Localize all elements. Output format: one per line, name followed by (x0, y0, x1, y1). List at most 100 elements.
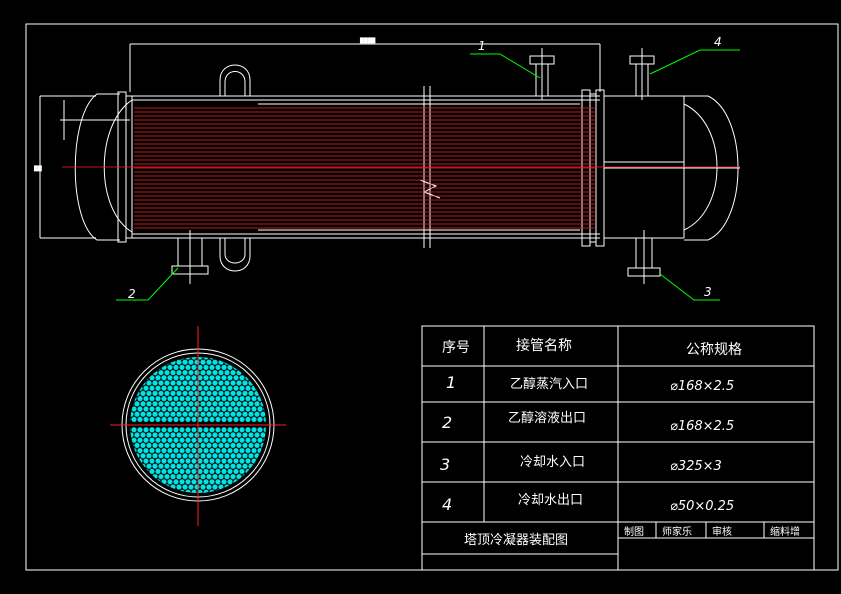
tube-hole (179, 395, 185, 402)
tube-hole (212, 463, 218, 469)
row-4-no: 4 (442, 495, 452, 514)
tube-hole (146, 442, 152, 449)
tube-hole (173, 458, 179, 464)
tube-hole (155, 385, 161, 391)
tube-hole (167, 427, 173, 433)
tube-hole (167, 406, 173, 412)
tube-hole (248, 380, 254, 386)
tube-hole (233, 385, 239, 391)
tube-hole (227, 447, 233, 454)
tube-hole (236, 432, 242, 438)
tube-hole (152, 369, 158, 376)
sig-drawn-name: 师家乐 (662, 525, 692, 538)
tube-hole (209, 447, 215, 454)
tube-hole (131, 437, 137, 443)
tube-hole (197, 427, 203, 433)
tube-hole (131, 416, 137, 423)
callout-1: 1 (478, 39, 486, 53)
expansion-joint-bottom (219, 238, 251, 272)
tube-hole (158, 432, 164, 438)
tube-hole (251, 447, 257, 454)
tube-hole (140, 390, 146, 397)
tube-hole (245, 375, 251, 381)
tube-hole (194, 442, 200, 449)
tube-hole (188, 453, 194, 459)
tube-hole (221, 437, 227, 443)
tube-hole (254, 442, 260, 449)
tube-hole (245, 395, 251, 402)
tube-hole (179, 479, 185, 485)
tube-hole (176, 401, 182, 407)
tube-hole (131, 406, 137, 412)
tube-hole (161, 416, 167, 423)
tube-hole (254, 453, 260, 459)
tube-hole (200, 359, 206, 365)
tube-hole (164, 463, 170, 469)
tube-hole (230, 432, 236, 438)
tube-hole (251, 489, 257, 493)
tube-hole (188, 369, 194, 376)
tube-hole (203, 479, 209, 485)
tube-hole (218, 369, 224, 376)
tube-hole (257, 427, 263, 433)
tube-hole (224, 380, 230, 386)
tube-hole (131, 427, 137, 433)
tube-hole (215, 479, 221, 485)
tube-hole (206, 453, 212, 459)
tube-hole (218, 390, 224, 397)
tube-hole (206, 380, 212, 386)
tube-hole (218, 463, 224, 469)
tube-hole (230, 463, 236, 469)
tube-hole (263, 427, 266, 433)
tube-hole (188, 484, 194, 490)
tube-hole (146, 380, 152, 386)
tube-hole (224, 411, 230, 417)
row-1-spec: ⌀168×2.5 (670, 379, 734, 394)
tube-hole (182, 369, 188, 376)
tube-hole (257, 479, 263, 485)
tube-hole (233, 406, 239, 412)
tube-hole (257, 437, 263, 443)
tube-hole (185, 479, 191, 485)
tube-hole (209, 427, 215, 433)
tube-hole (233, 468, 239, 475)
tube-hole (260, 359, 266, 365)
tube-hole (194, 390, 200, 397)
heat-exchanger-elevation (39, 43, 740, 284)
tube-hole (131, 357, 137, 360)
sig-drawn: 制图 (624, 525, 644, 538)
tube-hole (227, 437, 233, 443)
tube-hole (179, 385, 185, 391)
tube-hole (203, 375, 209, 381)
tube-hole (230, 473, 236, 480)
tube-hole (221, 406, 227, 412)
tube-hole (167, 458, 173, 464)
tube-hole (200, 442, 206, 449)
tube-hole (245, 489, 251, 493)
tube-hole (242, 401, 248, 407)
tube-hole (176, 369, 182, 376)
tube-hole (173, 416, 179, 423)
tube-hole (227, 416, 233, 423)
tube-hole (188, 380, 194, 386)
tube-hole (206, 390, 212, 397)
tube-hole (194, 380, 200, 386)
tube-hole (131, 489, 137, 493)
tube-hole (197, 385, 203, 391)
tube-hole (164, 401, 170, 407)
tube-hole (230, 390, 236, 397)
tube-hole (158, 380, 164, 386)
tube-hole (203, 357, 209, 360)
tube-hole (227, 375, 233, 381)
tube-hole (134, 442, 140, 449)
tube-hole (179, 437, 185, 443)
tube-hole (170, 411, 176, 417)
tube-hole (260, 432, 266, 438)
tube-hole (197, 375, 203, 381)
tube-hole (203, 458, 209, 464)
tube-hole (209, 364, 215, 371)
nozzle-1 (529, 48, 555, 100)
tube-hole (173, 479, 179, 485)
tube-hole (266, 380, 271, 385)
tube-hole (215, 385, 221, 391)
